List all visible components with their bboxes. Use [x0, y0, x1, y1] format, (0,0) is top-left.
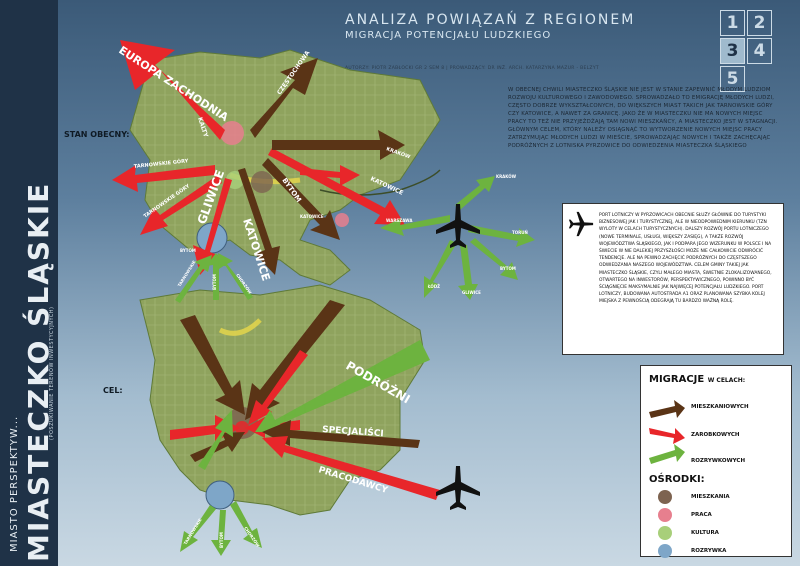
label-air-warszawa: WARSZAWA: [386, 218, 413, 223]
board-nav: 1 2 3 4 5: [720, 10, 772, 92]
legend-rozrywkowych: ROZRYWKOWYCH: [691, 458, 746, 464]
legend-mieszkania: MIESZKANIA: [691, 494, 730, 500]
label-in-bytom: BYTOM: [212, 274, 217, 290]
center-mieszkania: [251, 171, 273, 193]
label-out-bytom: BYTOM: [219, 532, 224, 548]
center-praca: [220, 121, 244, 145]
arrow-czestochowa: [250, 58, 318, 138]
label-air-torun: TORUŃ: [512, 230, 528, 235]
label-out-katowice-2: KATOWICE: [300, 214, 324, 219]
airport-box-plane-icon: [568, 211, 594, 237]
airport-text: PORT LOTNICZY W PYRZOWICACH OBECNIE SŁUŻ…: [599, 213, 772, 305]
label-in-tarnowskie: TARNOWSKIE: [177, 259, 197, 287]
arrows-current-in: [175, 253, 253, 303]
legend-rozrywka: ROZRYWKA: [691, 548, 727, 554]
arrow-podrozni: [255, 340, 430, 432]
airplane-icon: [436, 204, 480, 248]
arrow-specjalisci: [262, 420, 420, 448]
map-current-state: [129, 49, 441, 286]
label-air-gliwice: GLIWICE: [462, 290, 481, 295]
board-5-button[interactable]: 5: [720, 66, 745, 92]
arrows-goal-in: [170, 300, 440, 500]
arrows-current-out: [112, 40, 405, 275]
legend-migration-arrows: [649, 400, 685, 464]
page-subtitle: MIGRACJA POTENCJAŁU LUDZKIEGO: [345, 30, 552, 41]
authors-line: AUTORZY: PIOTR ZABŁOCKI GR 2 SEM 8 | PRO…: [345, 66, 599, 71]
section-current: STAN OBECNY:: [64, 130, 130, 139]
airplane-icon-goal: [436, 466, 480, 510]
board-1-button[interactable]: 1: [720, 10, 745, 36]
label-out-bytom-2: BYTOM: [180, 248, 196, 253]
board-3-button[interactable]: 3: [720, 38, 745, 64]
legend-mieszkaniowych: MIESZKANIOWYCH: [691, 404, 749, 410]
section-goal: CEL:: [103, 386, 123, 395]
label-air-krakow: KRAKÓW: [496, 174, 517, 179]
arrows-goal-out: [180, 501, 262, 556]
airport-info-box: PORT LOTNICZY W PYRZOWICACH OBECNIE SŁUŻ…: [562, 203, 784, 355]
intro-text: W OBECNEJ CHWILI MIASTECZKO ŚLĄSKIE NIE …: [508, 87, 778, 149]
page-title: ANALIZA POWIĄZAŃ Z REGIONEM: [345, 12, 636, 28]
board-2-button[interactable]: 2: [747, 10, 772, 36]
legend-centers-title: OŚRODKI:: [649, 474, 705, 485]
legend-kultura: KULTURA: [691, 530, 719, 536]
legend-zarobkowych: ZAROBKOWYCH: [691, 432, 740, 438]
legend-centers-dots: [658, 490, 672, 558]
arrow-europa: [120, 40, 225, 140]
legend-migration-title: MIGRACJE: [649, 374, 705, 385]
arrow-pracodawcy: [262, 436, 440, 500]
legend: MIGRACJE W CELACH: MIESZKANIOWYCH ZAROBK…: [640, 365, 792, 558]
legend-praca: PRACA: [691, 512, 712, 518]
airport-current-arrows: [380, 176, 535, 300]
label-air-lodz: ŁÓDŹ: [428, 284, 441, 289]
sidebar: MIASTECZKO ŚLĄSKIE MIASTO PERSPEKTYW... …: [0, 0, 58, 566]
board-4-button[interactable]: 4: [747, 38, 772, 64]
legend-migration-subtitle: W CELACH:: [707, 377, 746, 384]
label-air-bytom: BYTOM: [500, 266, 516, 271]
